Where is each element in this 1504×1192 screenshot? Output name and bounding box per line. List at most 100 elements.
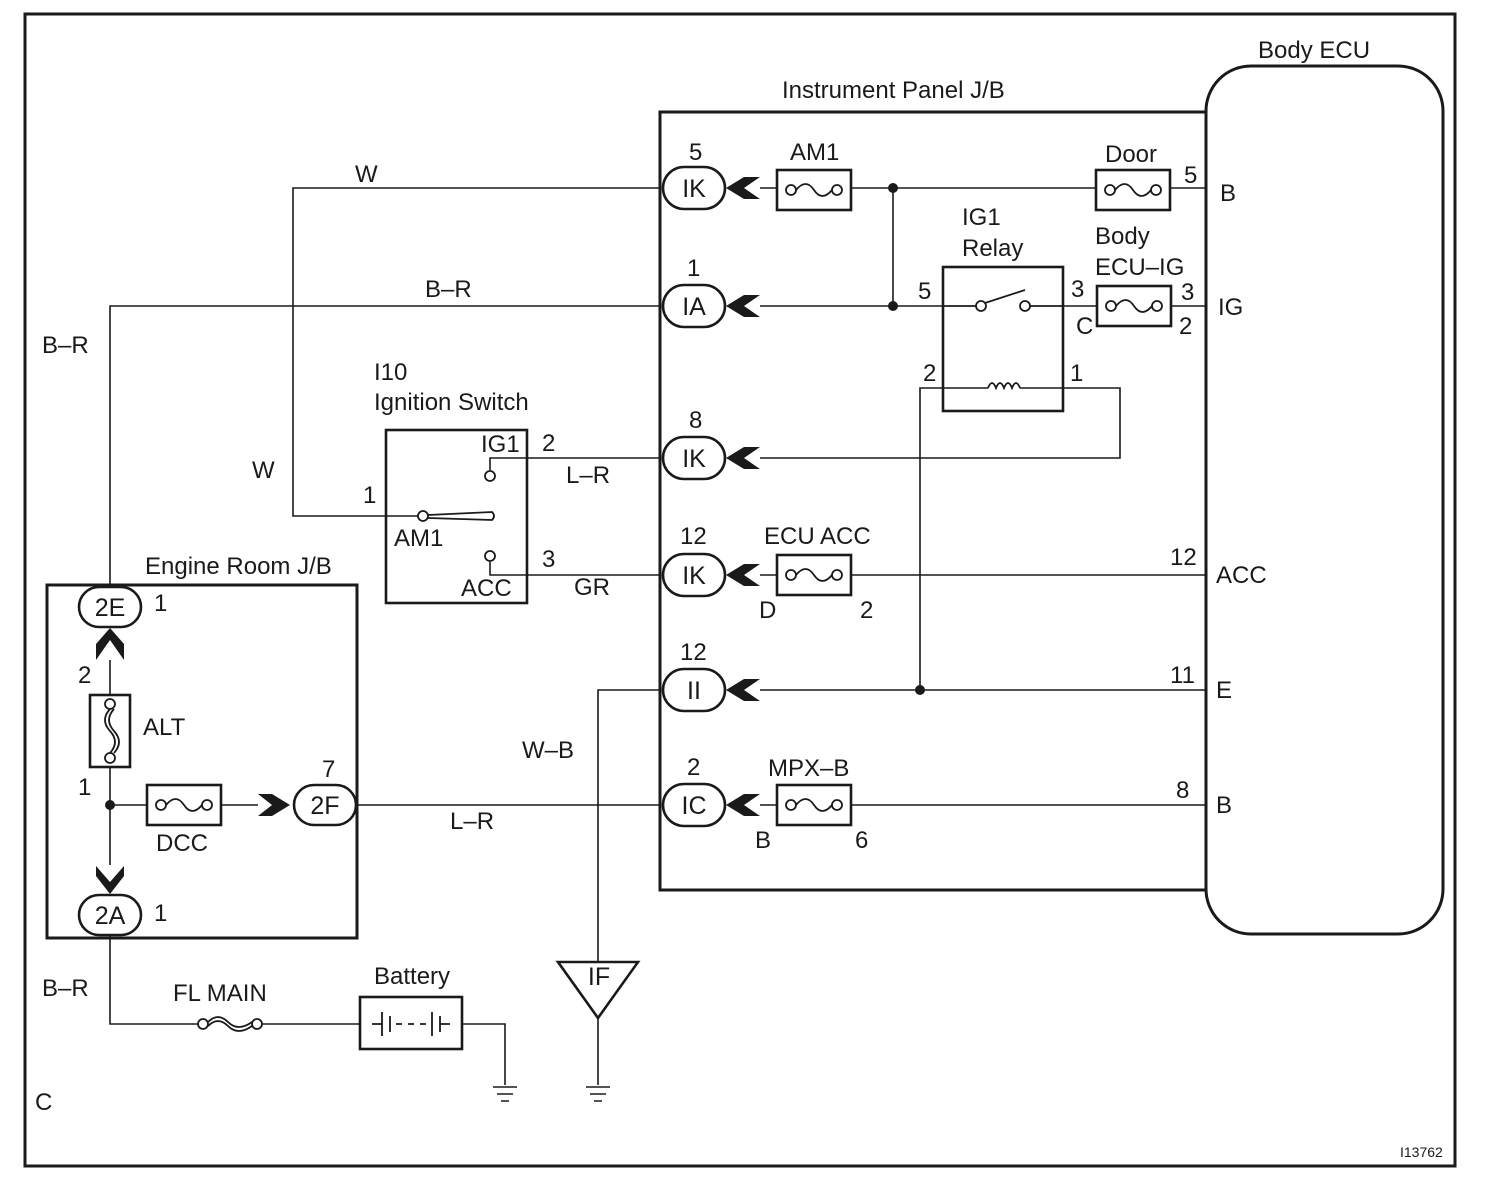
pin-body-fuse-out: 2 [1179,313,1192,340]
body-ecu-label: Body ECU [1258,37,1370,64]
connector-ik-top-label: IK [682,175,706,203]
arrow-2a [96,866,124,894]
pin-alt-bottom: 1 [78,774,91,801]
ig1-relay-box [941,265,1065,413]
pin-mpx-pin: 6 [855,827,868,854]
arrow-2e [96,628,124,660]
pin-body-fuse-letter: C [1076,313,1093,340]
ground-if-triangle [555,960,641,1021]
connector-ik-mid: IK [661,435,760,481]
relay-switch [943,289,1063,312]
wire-color-lr-2f: L–R [450,808,494,835]
wire-wb [597,689,661,962]
ignition-switch-code: I10 [374,359,407,386]
pin-2a: 1 [154,900,167,927]
ig1-relay-label-2: Relay [962,235,1023,262]
pin-ic: 2 [687,754,700,781]
wire-lr-ig1 [489,457,661,470]
fuse-door [1094,168,1172,212]
pin-relay-in: 5 [918,278,931,305]
pin-ii: 12 [680,639,707,666]
relay-coil [943,382,1063,391]
fuse-alt-label: ALT [143,714,186,741]
instrument-panel-jb-label: Instrument Panel J/B [782,77,1005,104]
fuse-body-label-1: Body [1095,223,1150,250]
wire-coil-left [919,387,943,690]
battery-symbol [358,995,464,1051]
pin-ik-acc: 12 [680,523,707,550]
ecu-terminal-b-top: B [1220,180,1236,207]
fuse-door-label: Door [1105,141,1157,168]
pin-ecu-acc-pin: 2 [860,597,873,624]
pin-relay-coil-left: 2 [923,360,936,387]
wire-color-br-top: B–R [425,276,472,303]
outer-frame [23,12,1457,1168]
fuse-fl-main-label: FL MAIN [173,980,267,1007]
wire-color-gr: GR [574,574,610,601]
battery-label: Battery [374,963,450,990]
engine-room-jb-label: Engine Room J/B [145,553,332,580]
connector-2a-label: 2A [95,902,126,930]
ecu-terminal-e: E [1216,677,1232,704]
pin-mpx-letter: B [755,827,771,854]
connector-2a [77,893,143,937]
pin-alt-top: 2 [78,662,91,689]
wire-br-top [109,305,661,598]
fuse-body-label-2: ECU–IG [1095,254,1184,281]
junction-dot [105,800,115,810]
connector-ic-label: IC [682,792,707,820]
wire-color-wb: W–B [522,737,574,764]
fuse-fl-main [197,1016,263,1032]
fuse-dcc [145,783,223,827]
connector-2f-label: 2F [310,792,339,820]
connector-ii: II [661,667,760,713]
connector-ik-mid-arrow [726,447,760,469]
fuse-ecu-acc-label: ECU ACC [764,523,871,550]
pin-e-ecu: 11 [1170,662,1195,689]
wire-color-w-top: W [355,161,378,188]
pin-acc-ecu: 12 [1170,544,1197,571]
ecu-terminal-b-bottom: B [1216,792,1232,819]
connector-2e-label: 2E [95,594,126,622]
pin-2e: 1 [154,590,167,617]
pin-relay-out: 3 [1071,276,1084,303]
connector-ik-acc-arrow [726,564,760,586]
connector-ik-top: IK [661,165,760,211]
ground-symbol [586,1086,610,1102]
figure-code: I13762 [1400,1144,1443,1160]
arrow-2f [258,794,290,816]
wire-color-w-left: W [252,457,275,484]
fuse-mpx-b-label: MPX–B [768,755,849,782]
switch-terminal-acc: ACC [461,575,512,602]
pin-ecu-acc-letter: D [759,597,776,624]
pin-relay-coil-right: 1 [1070,360,1083,387]
pin-ik-mid: 8 [689,407,702,434]
connector-ik-acc: IK [661,552,760,598]
fuse-body-ecu-ig [1095,284,1173,328]
connector-ik-acc-label: IK [682,562,706,590]
connector-ia-label: IA [682,293,706,321]
wire-br-bottom [109,935,198,1025]
pin-ik-top: 5 [689,139,702,166]
wire-gr [489,562,661,576]
switch-terminal-ig1: IG1 [481,431,520,458]
junction-dot [888,301,898,311]
pin-switch-ig1: 2 [542,430,555,457]
connector-ic: IC [661,782,760,828]
junction-dot [915,685,925,695]
connector-ia-arrow [726,295,760,317]
ignition-switch-internals [417,470,496,562]
connector-ii-arrow [726,679,760,701]
pin-ia: 1 [687,255,700,282]
wire-color-br-bottom: B–R [42,975,89,1002]
fuse-am1 [775,168,853,212]
engine-room-jb-box [45,583,359,940]
ground-symbol [493,1086,517,1102]
fuse-alt [88,693,132,769]
ig1-relay-label-1: IG1 [962,204,1001,231]
connector-ik-mid-label: IK [682,445,706,473]
connector-if-label: IF [588,963,610,991]
wire-battery [262,1023,506,1085]
connector-ik-top-arrow [726,177,760,199]
